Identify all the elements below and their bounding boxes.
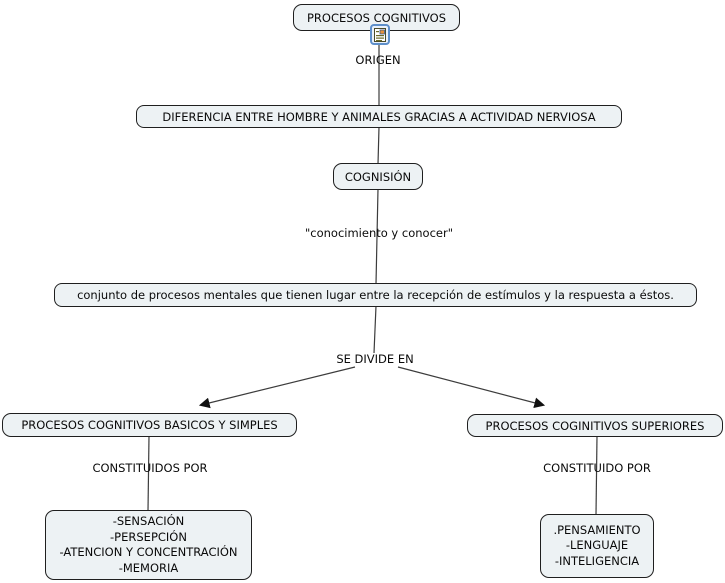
linking-phrase-constituidos-por[interactable]: CONSTITUIDOS POR (92, 460, 208, 475)
line-diferencia-to-cognision (377, 126, 380, 165)
node-procesos-superiores[interactable]: PROCESOS COGINITIVOS SUPERIORES (467, 414, 723, 437)
linking-phrase-se-divide-en[interactable]: SE DIVIDE EN (336, 351, 414, 366)
line-definicion-to-sedivide (373, 305, 377, 354)
list-item: -MEMORIA (118, 560, 179, 575)
node-definicion-procesos-mentales[interactable]: conjunto de procesos mentales que tienen… (54, 283, 697, 307)
arrow-to-basicos (198, 366, 356, 409)
resource-link-button[interactable] (370, 24, 390, 45)
linking-phrase-origen[interactable]: ORIGEN (355, 52, 401, 67)
list-item: -PERSEPCIÓN (110, 529, 187, 544)
linking-phrase-constituido-por[interactable]: CONSTITUIDO POR (543, 460, 651, 475)
list-item: -INTELIGENCIA (554, 553, 640, 568)
arrow-to-superiores (397, 366, 546, 409)
line-cognision-to-definicion (375, 188, 379, 285)
line-basicos-to-list (147, 435, 150, 512)
list-item: -SENSACIÓN (112, 514, 185, 528)
list-item: .PENSAMIENTO (553, 522, 641, 537)
linking-phrase-conocimiento[interactable]: "conocimiento y conocer" (304, 225, 453, 240)
list-item: -LENGUAJE (565, 538, 629, 553)
node-superiores-items-list[interactable]: .PENSAMIENTO -LENGUAJE -INTELIGENCIA (540, 514, 654, 578)
node-basicos-items-list[interactable]: -SENSACIÓN -PERSEPCIÓN -ATENCION Y CONCE… (45, 510, 252, 580)
line-superiores-to-list (595, 435, 598, 516)
node-cognision[interactable]: COGNISIÓN (333, 163, 423, 190)
document-image-icon (374, 27, 386, 42)
node-procesos-basicos-simples[interactable]: PROCESOS COGNITIVOS BASICOS Y SIMPLES (2, 413, 297, 437)
node-diferencia-hombre-animales[interactable]: DIFERENCIA ENTRE HOMBRE Y ANIMALES GRACI… (136, 105, 622, 128)
list-item: -ATENCION Y CONCENTRACIÓN (59, 545, 238, 559)
